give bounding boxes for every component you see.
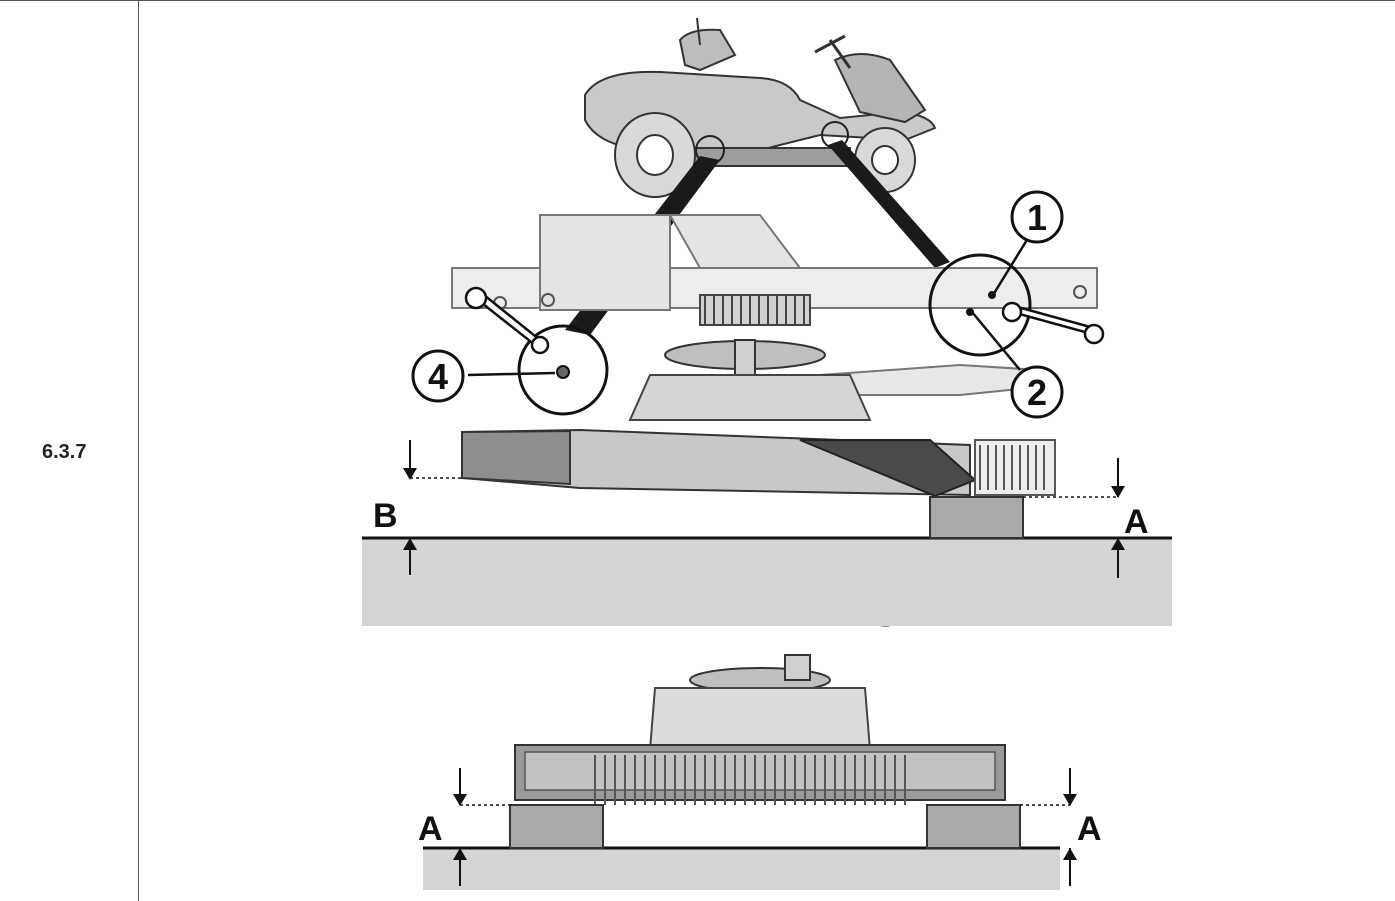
svg-text:A: A [418,810,443,848]
svg-text:A: A [1124,503,1149,541]
detail-circle-1-2 [928,253,1032,357]
top-border [0,0,1395,1]
wrench-icon [1001,301,1105,345]
section-number: 6.3.7 [42,441,87,463]
svg-text:B: B [373,497,398,535]
dimension-a-front-left: A [418,768,510,886]
dimension-b: B [373,440,462,575]
tension-spring [699,294,811,326]
tractor-illustration [584,17,937,198]
front-view-assembly: A A [418,654,1102,890]
ground-surface [362,538,1172,626]
support-block-right [926,804,1021,849]
dimension-a-side: A [1023,458,1149,578]
grass-comb [974,439,1056,496]
callout-2: 2 [1010,365,1064,419]
ground-surface-front [423,848,1060,890]
svg-text:4: 4 [428,356,448,397]
section-column [0,0,139,901]
support-block-left [509,804,604,849]
callout-1: 1 [1010,190,1064,244]
svg-text:1: 1 [1027,197,1047,238]
svg-text:A: A [1077,810,1102,848]
magnifier-wedge-right [828,140,950,268]
wrench-icon [464,286,550,355]
detail-circle-4 [517,324,609,416]
support-block [929,496,1024,539]
callout-4: 4 [411,349,465,403]
dimension-a-front-right: A [1020,768,1102,886]
side-view-assembly: 1 2 4 3 [362,190,1172,627]
svg-text:2: 2 [1027,372,1047,413]
